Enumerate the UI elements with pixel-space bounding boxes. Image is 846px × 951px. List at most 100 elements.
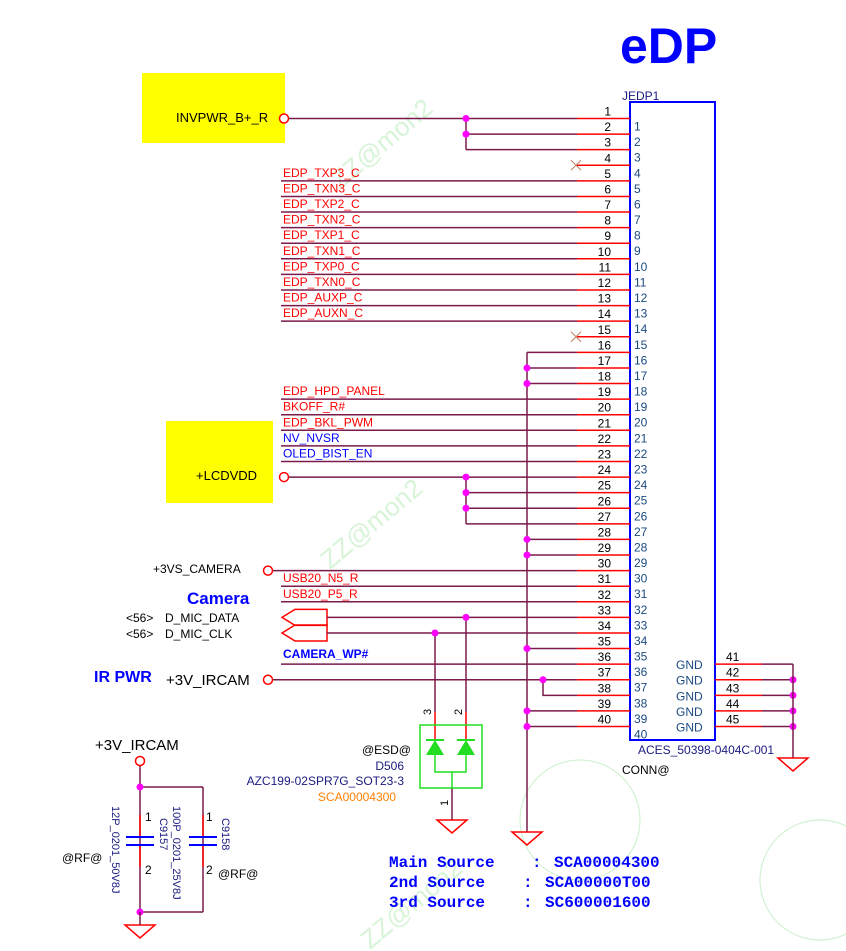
pin-number-outer: 7 — [604, 198, 611, 212]
pin-number-inner: 23 — [634, 462, 648, 476]
ir-power-label: +3V_IRCAM — [166, 672, 250, 689]
no-connect-icon — [570, 159, 582, 171]
pin-number-outer: 28 — [598, 525, 612, 539]
junction-dot — [462, 504, 470, 512]
power-label-lcdvdd: +LCDVDD — [196, 468, 257, 483]
gnd-pin-number: 41 — [726, 650, 740, 664]
gnd-pin-number: 45 — [726, 713, 740, 727]
net-label-edp-bkl-pwm: EDP_BKL_PWM — [283, 415, 373, 429]
c9157-ref: C9157 — [157, 818, 169, 850]
pin-number-outer: 8 — [604, 214, 611, 228]
pin-number-outer: 29 — [598, 541, 612, 555]
pin-number-inner: 29 — [634, 556, 648, 570]
net-label-edp-auxn-c: EDP_AUXN_C — [283, 306, 363, 320]
pin-number-outer: 16 — [598, 338, 612, 352]
diode-option: @ESD@ — [362, 743, 411, 757]
junction-dot — [431, 629, 439, 637]
capacitor-c9157[interactable] — [126, 836, 154, 846]
junction-dot — [523, 551, 531, 559]
gnd-pin-number: 44 — [726, 697, 740, 711]
diode-d506-body[interactable] — [419, 724, 483, 789]
pin-number-inner: 32 — [634, 603, 648, 617]
pin-number-outer: 15 — [598, 323, 612, 337]
ground-icon — [775, 757, 811, 772]
pin-number-outer: 33 — [598, 603, 612, 617]
pin-number-outer: 10 — [598, 245, 612, 259]
pin-number-outer: 2 — [604, 120, 611, 134]
capacitor-c9158[interactable] — [189, 836, 217, 846]
pin-number-inner: 12 — [634, 291, 648, 305]
power-port-icon — [262, 674, 274, 685]
pin-number-outer: 37 — [598, 666, 612, 680]
pin-number-outer: 34 — [598, 619, 612, 633]
ir-heading: IR PWR — [94, 669, 152, 686]
diode-part: AZC199-02SPR7G_SOT23-3 — [247, 774, 405, 788]
pin-number-inner: 39 — [634, 712, 648, 726]
pin-number-inner: 31 — [634, 587, 648, 601]
pin-number-inner: 37 — [634, 681, 648, 695]
pin-number-inner: 40 — [634, 728, 648, 742]
pin-number-outer: 17 — [598, 354, 612, 368]
pin-number-outer: 35 — [598, 635, 612, 649]
ground-icon — [509, 831, 545, 846]
pin-number-outer: 27 — [598, 510, 612, 524]
pin-number-outer: 24 — [598, 463, 612, 477]
connector-body[interactable] — [629, 101, 716, 741]
pin-number-outer: 11 — [599, 260, 612, 274]
net-label-edp-auxp-c: EDP_AUXP_C — [283, 291, 363, 305]
pin-number-inner: 27 — [634, 525, 648, 539]
ground-icon — [434, 819, 470, 834]
source-3rd-value: SC600001600 — [545, 894, 651, 912]
net-label-edp-txp1-c: EDP_TXP1_C — [283, 228, 360, 242]
power-label-invpwr: INVPWR_B+_R — [176, 110, 268, 125]
connector-ref: JEDP1 — [622, 89, 660, 103]
pin-number-outer: 13 — [598, 292, 612, 306]
gnd-pin-label: GND — [676, 674, 703, 688]
diode-ref: D506 — [375, 759, 404, 773]
pin-number-outer: 14 — [598, 307, 612, 321]
diode-pin-2: 2 — [453, 709, 465, 715]
watermark-shape — [759, 819, 846, 941]
source-main-label: Main Source — [389, 854, 495, 872]
pin-number-inner: 2 — [634, 135, 641, 149]
junction-dot — [462, 613, 470, 621]
pin-number-outer: 22 — [598, 432, 612, 446]
pin-number-inner: 36 — [634, 665, 648, 679]
mic-clk-ref: <56> — [126, 627, 153, 641]
pin-number-outer: 39 — [598, 697, 612, 711]
pin-number-outer: 3 — [604, 136, 611, 150]
pin-number-inner: 16 — [634, 353, 648, 367]
pin-number-inner: 26 — [634, 509, 648, 523]
pin-number-inner: 33 — [634, 618, 648, 632]
cap-rail-label: +3V_IRCAM — [95, 737, 179, 754]
pin-number-inner: 21 — [634, 431, 648, 445]
c9157-pin1: 1 — [145, 810, 152, 824]
pin-number-inner: 22 — [634, 447, 648, 461]
pin-number-inner: 19 — [634, 400, 648, 414]
mic-data-ref: <56> — [126, 611, 153, 625]
pin-number-outer: 25 — [598, 479, 612, 493]
pin-number-inner: 35 — [634, 650, 648, 664]
gnd-pin-label: GND — [676, 689, 703, 703]
net-label-edp-txp2-c: EDP_TXP2_C — [283, 197, 360, 211]
connector-part: ACES_50398-0404C-001 — [638, 743, 774, 757]
pin-number-inner: 24 — [634, 478, 648, 492]
net-labels: EDP_TXP3_CEDP_TXN3_CEDP_TXP2_CEDP_TXN2_C… — [283, 166, 385, 601]
junction-dot — [523, 645, 531, 653]
diode-pin-1: 1 — [439, 800, 451, 806]
power-port-icon — [262, 565, 274, 576]
power-port-icon — [134, 755, 146, 767]
power-box-invpwr — [142, 73, 285, 143]
pin-number-inner: 10 — [634, 260, 648, 274]
mic-clk-label: D_MIC_CLK — [165, 627, 232, 641]
pin-number-outer: 26 — [598, 494, 612, 508]
junction-dot — [462, 489, 470, 497]
watermark-shape — [519, 759, 641, 881]
camera-heading: Camera — [187, 589, 250, 608]
pin-number-inner: 38 — [634, 696, 648, 710]
pin-number-outer: 5 — [604, 167, 611, 181]
junction-dot — [523, 380, 531, 388]
pin-number-outer: 32 — [598, 588, 612, 602]
net-label-nv-nvsr: NV_NVSR — [283, 431, 340, 445]
